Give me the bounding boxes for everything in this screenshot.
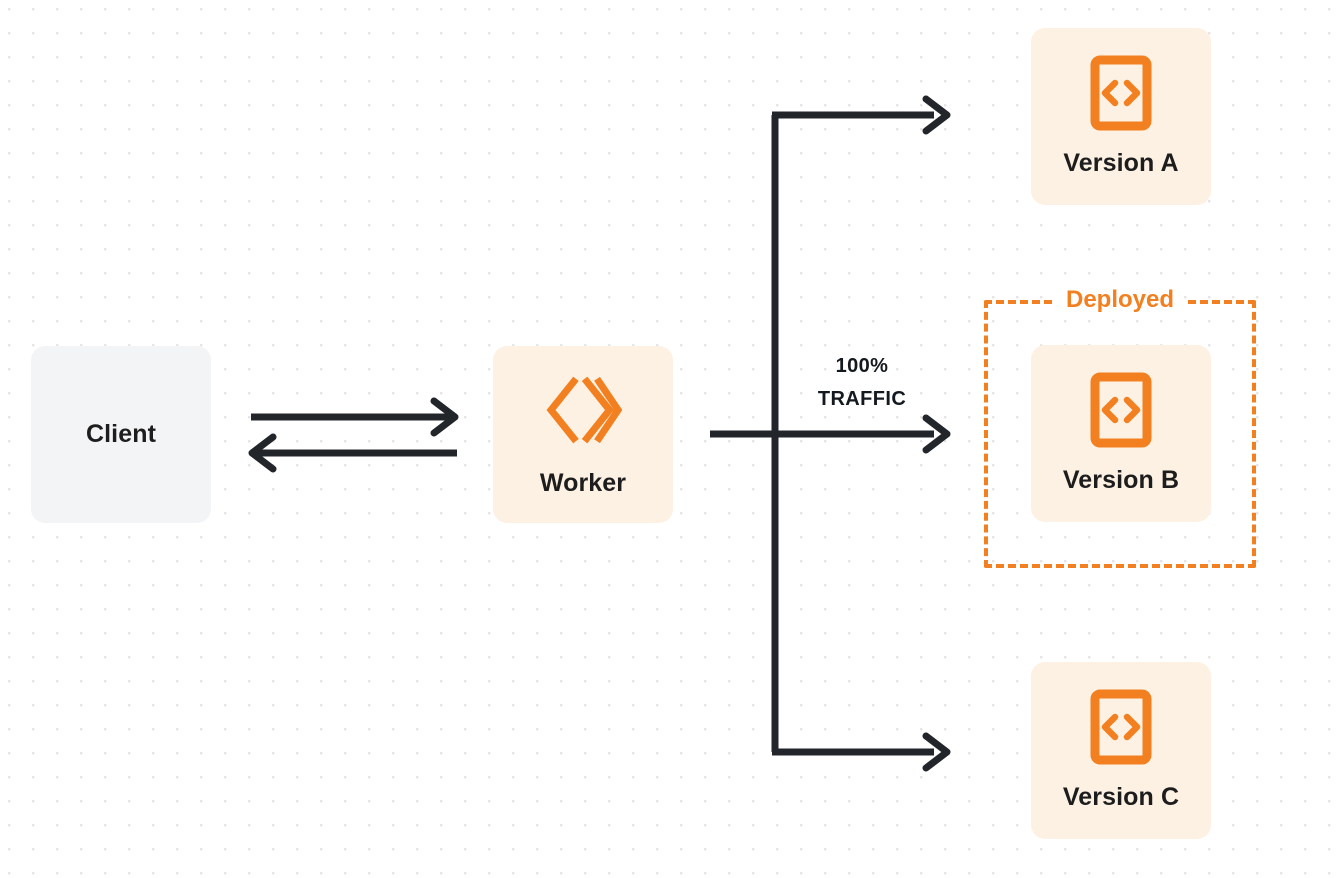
node-worker[interactable]: Worker	[493, 346, 673, 523]
node-worker-label: Worker	[539, 469, 627, 497]
traffic-label: 100% TRAFFIC	[782, 350, 942, 416]
code-document-icon	[1090, 689, 1152, 765]
arrow-worker-to-version-c	[772, 732, 951, 772]
node-client[interactable]: Client	[31, 346, 211, 523]
arrow-worker-to-version-a	[772, 95, 951, 135]
arrow-worker-to-client	[248, 433, 457, 473]
node-version-c-label: Version C	[1062, 783, 1180, 811]
deployed-group: Deployed	[984, 288, 1256, 568]
node-version-a-label: Version A	[1063, 149, 1179, 177]
node-version-a[interactable]: Version A	[1031, 28, 1211, 205]
node-version-b-label: Version B	[1062, 466, 1180, 494]
arrow-worker-to-version-b	[710, 414, 951, 454]
node-client-label: Client	[85, 420, 157, 448]
workers-logo-icon	[544, 371, 623, 449]
code-document-icon	[1090, 372, 1152, 448]
traffic-unit: TRAFFIC	[817, 388, 907, 410]
traffic-percent: 100%	[835, 355, 889, 377]
node-version-b[interactable]: Version B	[1031, 345, 1211, 522]
deployed-group-label: Deployed	[1055, 288, 1185, 312]
node-version-c[interactable]: Version C	[1031, 662, 1211, 839]
code-document-icon	[1090, 55, 1152, 131]
arrow-client-to-worker	[251, 397, 459, 437]
